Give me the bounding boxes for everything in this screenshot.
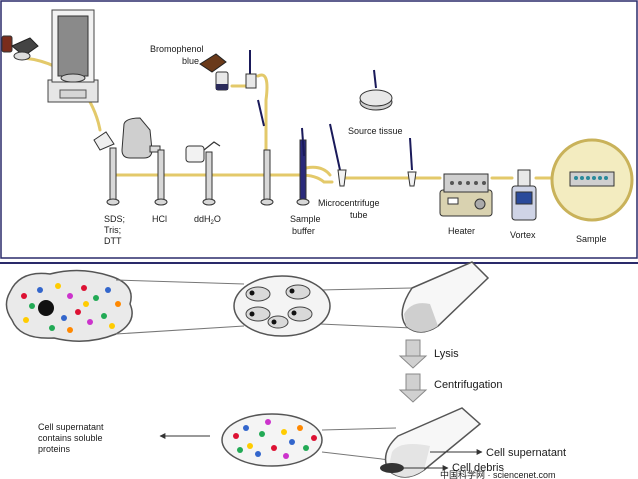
magnified-cells-icon	[233, 275, 331, 337]
watermark-text: 中国科学网 · sciencenet.com	[440, 469, 556, 479]
label-cell-supernatant: Cell supernatant	[486, 447, 566, 459]
soluble-proteins-icon	[221, 413, 323, 467]
lysis-arrow-icon	[398, 339, 428, 369]
tube-stands	[106, 139, 310, 206]
test-tube-lysate-icon	[401, 261, 490, 333]
label-hcl: HCl	[152, 214, 167, 224]
reagent-scoop-icon	[1, 35, 39, 61]
label-tris: Tris;	[104, 225, 121, 235]
heater-icon	[439, 173, 493, 217]
label-supernatant-note-2: contains soluble	[38, 433, 103, 443]
label-microcentrifuge-1: Microcentrifuge	[318, 198, 380, 208]
label-sample: Sample	[576, 234, 607, 244]
label-ddh2o-end: O	[214, 214, 221, 224]
sample-icon	[550, 138, 634, 222]
label-bromophenol-2: blue	[182, 56, 199, 66]
label-cell-debris: Cell debris	[452, 462, 504, 474]
label-centrifugation: Centrifugation	[434, 379, 503, 391]
label-ddh2o-main: ddH	[194, 214, 211, 224]
source-tissue-dish-icon	[359, 89, 393, 111]
vortex-icon	[511, 169, 537, 221]
tissue-cells-icon	[5, 269, 133, 342]
hcl-bottle-icon	[121, 117, 161, 159]
label-lysis: Lysis	[434, 348, 459, 360]
balance-icon	[47, 9, 99, 103]
label-heater: Heater	[448, 226, 475, 236]
centrifugation-arrow-icon	[398, 373, 428, 403]
label-sample-buffer-2: buffer	[292, 226, 315, 236]
label-supernatant-note-3: proteins	[38, 444, 71, 454]
label-bromophenol-1: Bromophenol	[150, 44, 204, 54]
ddh2o-bottle-icon	[185, 141, 221, 163]
label-dtt: DTT	[104, 236, 122, 246]
label-microcentrifuge-2: tube	[350, 210, 368, 220]
weigh-boat-icon	[93, 131, 115, 151]
label-vortex: Vortex	[510, 230, 536, 240]
zoom-lines-bottom	[321, 427, 397, 461]
pipettes	[301, 69, 413, 171]
bromophenol-dropper-icon	[199, 50, 265, 127]
label-sds: SDS;	[104, 214, 125, 224]
label-source-tissue: Source tissue	[348, 126, 403, 136]
label-ddh2o-sub: 2	[211, 220, 215, 226]
label-supernatant-note-1: Cell supernatant	[38, 422, 104, 432]
microcentrifuge-tube-icon	[337, 169, 347, 187]
sample-tube-icon	[407, 171, 417, 187]
label-ddh2o: ddH2O	[194, 214, 221, 226]
label-sample-buffer-1: Sample	[290, 214, 321, 224]
test-tube-centrifuged-icon	[380, 407, 482, 478]
zoom-lines	[115, 279, 413, 335]
